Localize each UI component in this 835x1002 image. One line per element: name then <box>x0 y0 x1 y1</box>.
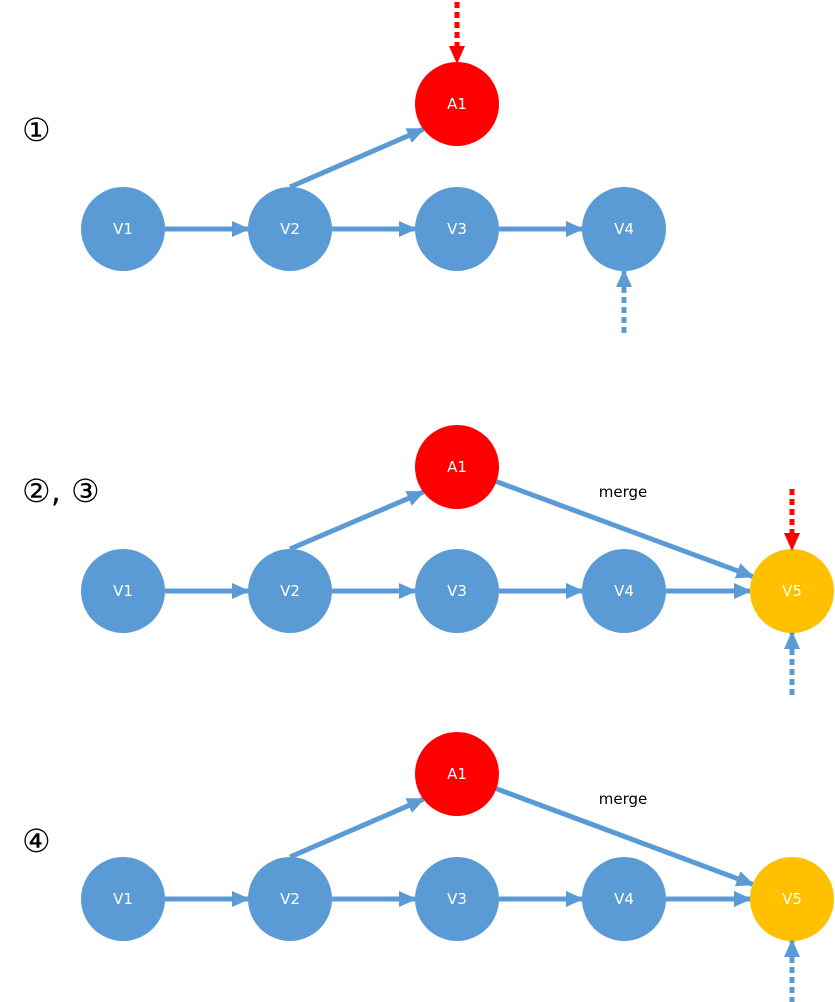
node-label: V1 <box>113 582 133 600</box>
node-label: V4 <box>614 220 634 238</box>
node-v5: V5 <box>750 857 834 941</box>
node-v3: V3 <box>415 857 499 941</box>
node-label: V2 <box>280 890 300 908</box>
node-label: V2 <box>280 220 300 238</box>
node-v2: V2 <box>248 187 332 271</box>
node-v3-circle <box>415 857 499 941</box>
edge-v2-a1 <box>289 126 426 190</box>
node-v2: V2 <box>248 549 332 633</box>
edge-a1-v5 <box>495 786 755 887</box>
step-label: ④ <box>22 822 51 860</box>
node-v1: V1 <box>81 857 165 941</box>
node-v1-circle <box>81 549 165 633</box>
node-label: V1 <box>113 890 133 908</box>
node-v3-circle <box>415 549 499 633</box>
node-label: V1 <box>113 220 133 238</box>
node-label: V3 <box>447 582 467 600</box>
node-v1-circle <box>81 857 165 941</box>
node-v1: V1 <box>81 549 165 633</box>
node-label: V4 <box>614 582 634 600</box>
step-label: ②, ③ <box>22 472 100 510</box>
node-label: A1 <box>447 95 467 113</box>
node-a1: A1 <box>415 732 499 816</box>
node-v4-circle <box>582 549 666 633</box>
node-label: A1 <box>447 458 467 476</box>
node-v3-circle <box>415 187 499 271</box>
node-v4-circle <box>582 857 666 941</box>
node-v4: V4 <box>582 857 666 941</box>
section-1: ① V1 V2 V3 V4 A1 <box>22 2 666 333</box>
node-v3: V3 <box>415 549 499 633</box>
node-v2: V2 <box>248 857 332 941</box>
node-v5: V5 <box>750 549 834 633</box>
node-v2-circle <box>248 857 332 941</box>
node-a1: A1 <box>415 62 499 146</box>
node-v1-circle <box>81 187 165 271</box>
merge-edge-label: merge <box>599 790 648 808</box>
node-v3: V3 <box>415 187 499 271</box>
node-label: V4 <box>614 890 634 908</box>
edge-v2-a1 <box>289 796 426 860</box>
merge-edge-label: merge <box>599 483 648 501</box>
node-a1: A1 <box>415 425 499 509</box>
node-v2-circle <box>248 187 332 271</box>
node-v4: V4 <box>582 549 666 633</box>
step-label: ① <box>22 111 51 149</box>
node-v4: V4 <box>582 187 666 271</box>
node-label: A1 <box>447 765 467 783</box>
node-label: V5 <box>782 890 802 908</box>
node-label: V3 <box>447 890 467 908</box>
node-v1: V1 <box>81 187 165 271</box>
node-a1-circle <box>415 425 499 509</box>
edge-v2-a1 <box>289 489 426 552</box>
node-v4-circle <box>582 187 666 271</box>
node-a1-circle <box>415 732 499 816</box>
node-label: V3 <box>447 220 467 238</box>
node-label: V5 <box>782 582 802 600</box>
node-v2-circle <box>248 549 332 633</box>
edge-a1-v5 <box>495 479 755 579</box>
node-v5-circle <box>750 549 834 633</box>
node-label: V2 <box>280 582 300 600</box>
node-a1-circle <box>415 62 499 146</box>
node-v5-circle <box>750 857 834 941</box>
